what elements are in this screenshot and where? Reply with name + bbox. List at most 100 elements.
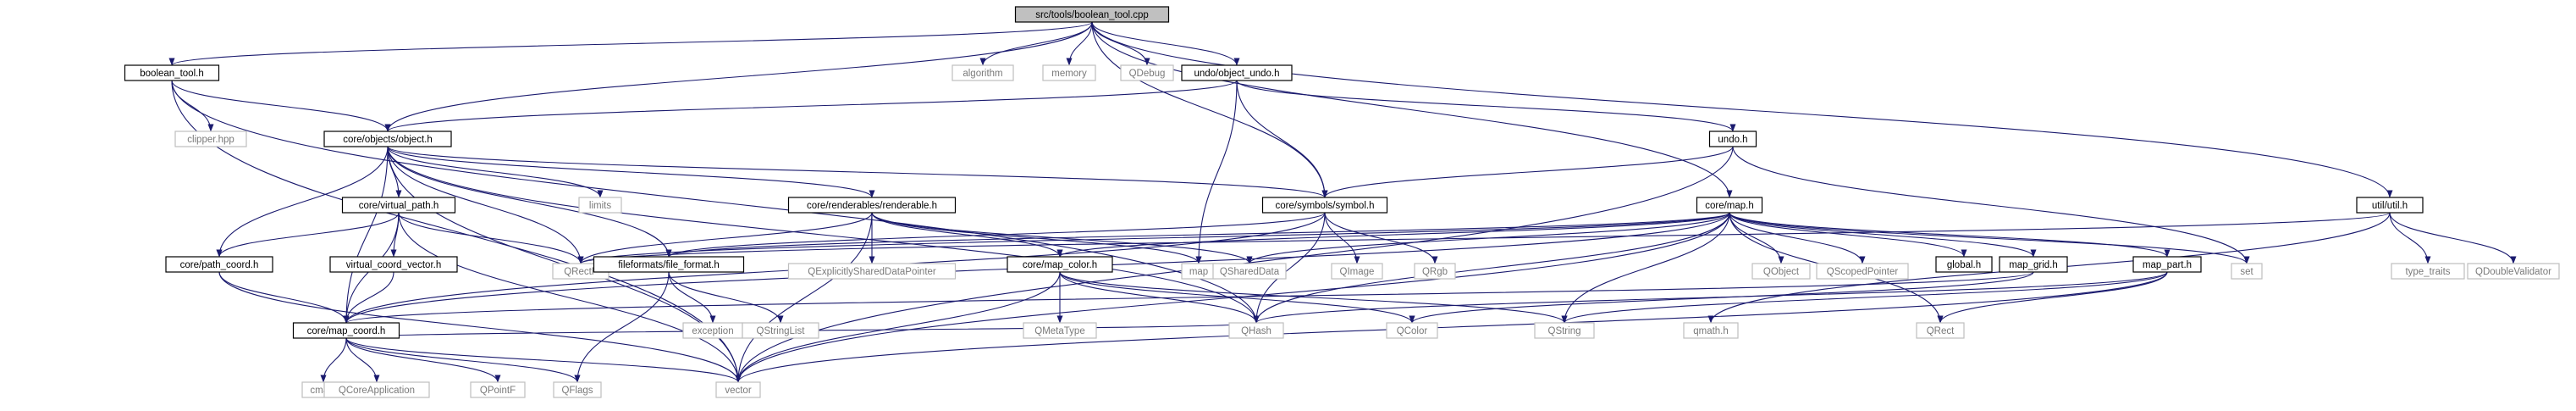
node-label: map_part.h (2143, 260, 2192, 270)
edge-object_h-to-symbol_h (387, 146, 1328, 198)
node-label: undo/object_undo.h (1194, 69, 1279, 79)
node-label: QCoreApplication (339, 386, 415, 396)
node-box (1751, 263, 1811, 280)
node-label: QString (1548, 326, 1581, 336)
edge-util_h-to-qdoublevalidator (2389, 212, 2517, 264)
node-global-h[interactable]: global.h (1935, 256, 1993, 273)
node-label: exception (692, 326, 733, 336)
node-set: set (2231, 263, 2263, 280)
edge-map_color_h-to-qstring (1059, 271, 1568, 324)
node-qshareddata: QSharedData (1212, 263, 1287, 280)
node-qrect: QRect (1916, 322, 1965, 339)
node-label: virtual_coord_vector.h (346, 260, 442, 270)
node-label: undo.h (1718, 135, 1747, 145)
node-label: QScopedPointer (1827, 267, 1899, 277)
edge-object_h-to-limits (387, 146, 604, 198)
node-qcolor: QColor (1386, 322, 1438, 339)
node-label: QFlags (561, 386, 593, 396)
node-qstring: QString (1534, 322, 1595, 339)
edge-root-to-object_h (384, 21, 1093, 132)
node-label: core/objects/object.h (343, 135, 432, 145)
edge-util_h-to-type_traits (2389, 212, 2431, 264)
node-map-grid-h[interactable]: map_grid.h (1999, 256, 2068, 273)
node-label: map (1189, 267, 1208, 277)
node-box (165, 256, 273, 273)
edge-root-to-symbol_h (1091, 21, 1328, 198)
node-util-h[interactable]: util/util.h (2356, 197, 2424, 214)
node-virtual-coord-vector-h[interactable]: virtual_coord_vector.h (329, 256, 458, 273)
node-box (1042, 64, 1096, 81)
node-box (1331, 263, 1383, 280)
node-qmath-h: qmath.h (1683, 322, 1739, 339)
node-label: QDebug (1129, 69, 1166, 79)
node-label: clipper.hpp (187, 135, 234, 145)
edge-boolean_tool_h-to-qhash (171, 80, 1260, 324)
node-label: core/map_coord.h (307, 326, 386, 336)
edge-map_h-to-global_h (1729, 212, 1967, 258)
node-label: core/map_color.h (1023, 260, 1097, 270)
node-renderable-h[interactable]: core/renderables/renderable.h (787, 197, 957, 214)
node-box (1228, 322, 1284, 339)
node-box (787, 263, 957, 280)
node-qobject: QObject (1751, 263, 1811, 280)
edge-virtual_path_h-to-qrectf (398, 212, 584, 264)
node-type-traits: type_traits (2391, 263, 2465, 280)
node-object-h[interactable]: core/objects/object.h (323, 131, 452, 147)
node-box (1386, 322, 1438, 339)
node-label: set (2240, 267, 2253, 277)
node-label: QImage (1340, 267, 1375, 277)
node-box (715, 381, 761, 398)
node-object-undo-h[interactable]: undo/object_undo.h (1181, 64, 1293, 81)
node-box (1120, 64, 1174, 81)
node-box (323, 131, 452, 147)
node-qrectf: QRectF (552, 263, 610, 280)
node-map-part-h[interactable]: map_part.h (2132, 256, 2202, 273)
edge-object_h-to-map_coord_h (343, 146, 389, 324)
node-virtual-path-h[interactable]: core/virtual_path.h (341, 197, 456, 214)
node-box (1816, 263, 1909, 280)
node-label: core/virtual_path.h (359, 201, 439, 211)
edge-map_h-to-qhash (1253, 212, 1730, 324)
edge-object_h-to-qrectf (387, 146, 584, 264)
node-box (578, 197, 622, 214)
node-box (174, 131, 247, 147)
edge-map_coord_h-to-qcoreapplication (345, 337, 380, 383)
node-box (1935, 256, 1993, 273)
edge-root-to-boolean_tool_h (168, 21, 1093, 66)
node-clipper-hpp: clipper.hpp (174, 131, 247, 147)
node-label: QHash (1241, 326, 1271, 336)
node-box (2391, 263, 2465, 280)
node-box (1023, 322, 1097, 339)
edge-root-to-memory (1066, 21, 1093, 66)
edge-map_coord_h-to-qpointf (345, 337, 501, 383)
node-box (1181, 64, 1293, 81)
node-qstringlist: QStringList (742, 322, 819, 339)
edge-object_h-to-path_coord_h (216, 146, 389, 258)
edge-object_undo_h-to-object_h (384, 80, 1238, 132)
node-map-h[interactable]: core/map.h (1696, 197, 1763, 214)
edge-virtual_path_h-to-virtual_coord_vector_h (390, 212, 400, 258)
node-root[interactable]: src/tools/boolean_tool.cpp (1014, 6, 1170, 23)
node-label: QDoubleValidator (2475, 267, 2551, 277)
edge-map_h-to-file_format_h (665, 212, 1730, 258)
node-label: global.h (1947, 260, 1981, 270)
node-map-coord-h[interactable]: core/map_coord.h (292, 322, 400, 339)
node-box (292, 322, 400, 339)
node-label: fileformats/file_format.h (618, 260, 720, 270)
node-exception: exception (682, 322, 743, 339)
node-file-format-h[interactable]: fileformats/file_format.h (593, 256, 745, 273)
edge-root-to-algorithm (979, 21, 1093, 66)
node-map-color-h[interactable]: core/map_color.h (1007, 256, 1113, 273)
node-qflags: QFlags (553, 381, 602, 398)
node-box (2356, 197, 2424, 214)
node-undo-h[interactable]: undo.h (1708, 131, 1757, 147)
edge-object_undo_h-to-map (1195, 80, 1238, 264)
node-qdebug: QDebug (1120, 64, 1174, 81)
node-qscopedpointer: QScopedPointer (1816, 263, 1909, 280)
edge-map_h-to-qscopedpointer (1729, 212, 1866, 264)
node-boolean-tool-h[interactable]: boolean_tool.h (124, 64, 220, 81)
node-label: QRgb (1422, 267, 1448, 277)
edge-undo_h-to-symbol_h (1321, 146, 1734, 198)
node-path-coord-h[interactable]: core/path_coord.h (165, 256, 273, 273)
node-symbol-h[interactable]: core/symbols/symbol.h (1261, 197, 1388, 214)
